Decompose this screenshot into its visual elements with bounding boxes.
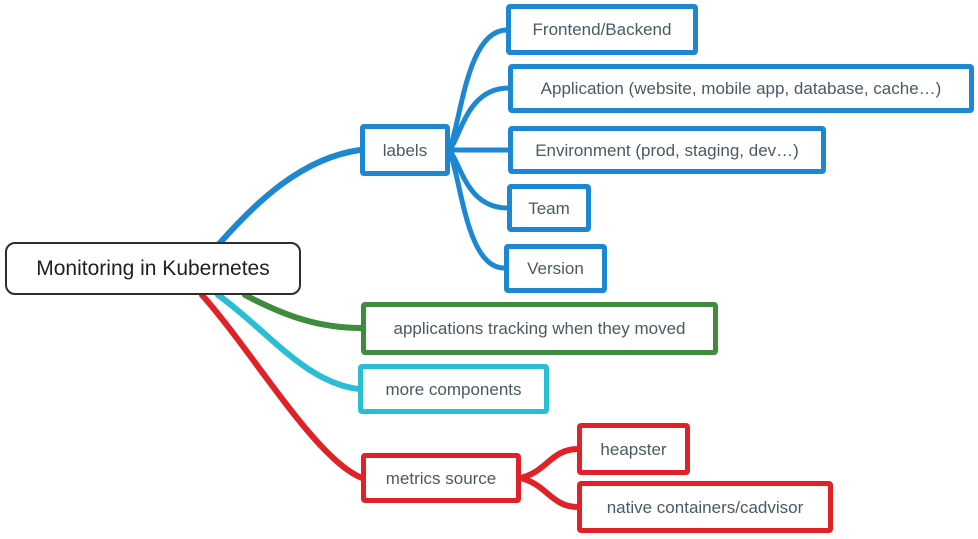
node-native-containers-cadvisor[interactable]: native containers/cadvisor <box>577 481 833 533</box>
node-more-components[interactable]: more components <box>358 364 549 414</box>
node-root-monitoring-in-kubernetes[interactable]: Monitoring in Kubernetes <box>5 242 301 295</box>
connector-root-metrics-source <box>199 292 365 481</box>
connector-labels-frontend-backend <box>446 27 510 153</box>
node-heapster[interactable]: heapster <box>577 423 690 475</box>
node-metrics-source[interactable]: metrics source <box>361 453 521 503</box>
connector-labels-version <box>446 147 507 271</box>
node-environment[interactable]: Environment (prod, staging, dev…) <box>508 126 826 174</box>
node-application[interactable]: Application (website, mobile app, databa… <box>508 64 974 113</box>
connector-root-applications-tracking <box>242 292 365 331</box>
connector-root-labels <box>216 147 363 247</box>
node-frontend-backend[interactable]: Frontend/Backend <box>506 4 698 55</box>
connector-metrics-heapster <box>517 446 581 481</box>
node-labels[interactable]: labels <box>360 124 450 176</box>
node-applications-tracking[interactable]: applications tracking when they moved <box>361 302 718 355</box>
node-version[interactable]: Version <box>504 244 607 293</box>
connector-root-more-components <box>215 292 362 392</box>
connector-labels-application <box>446 85 512 153</box>
node-team[interactable]: Team <box>507 184 591 232</box>
connector-metrics-native-containers <box>517 475 581 510</box>
